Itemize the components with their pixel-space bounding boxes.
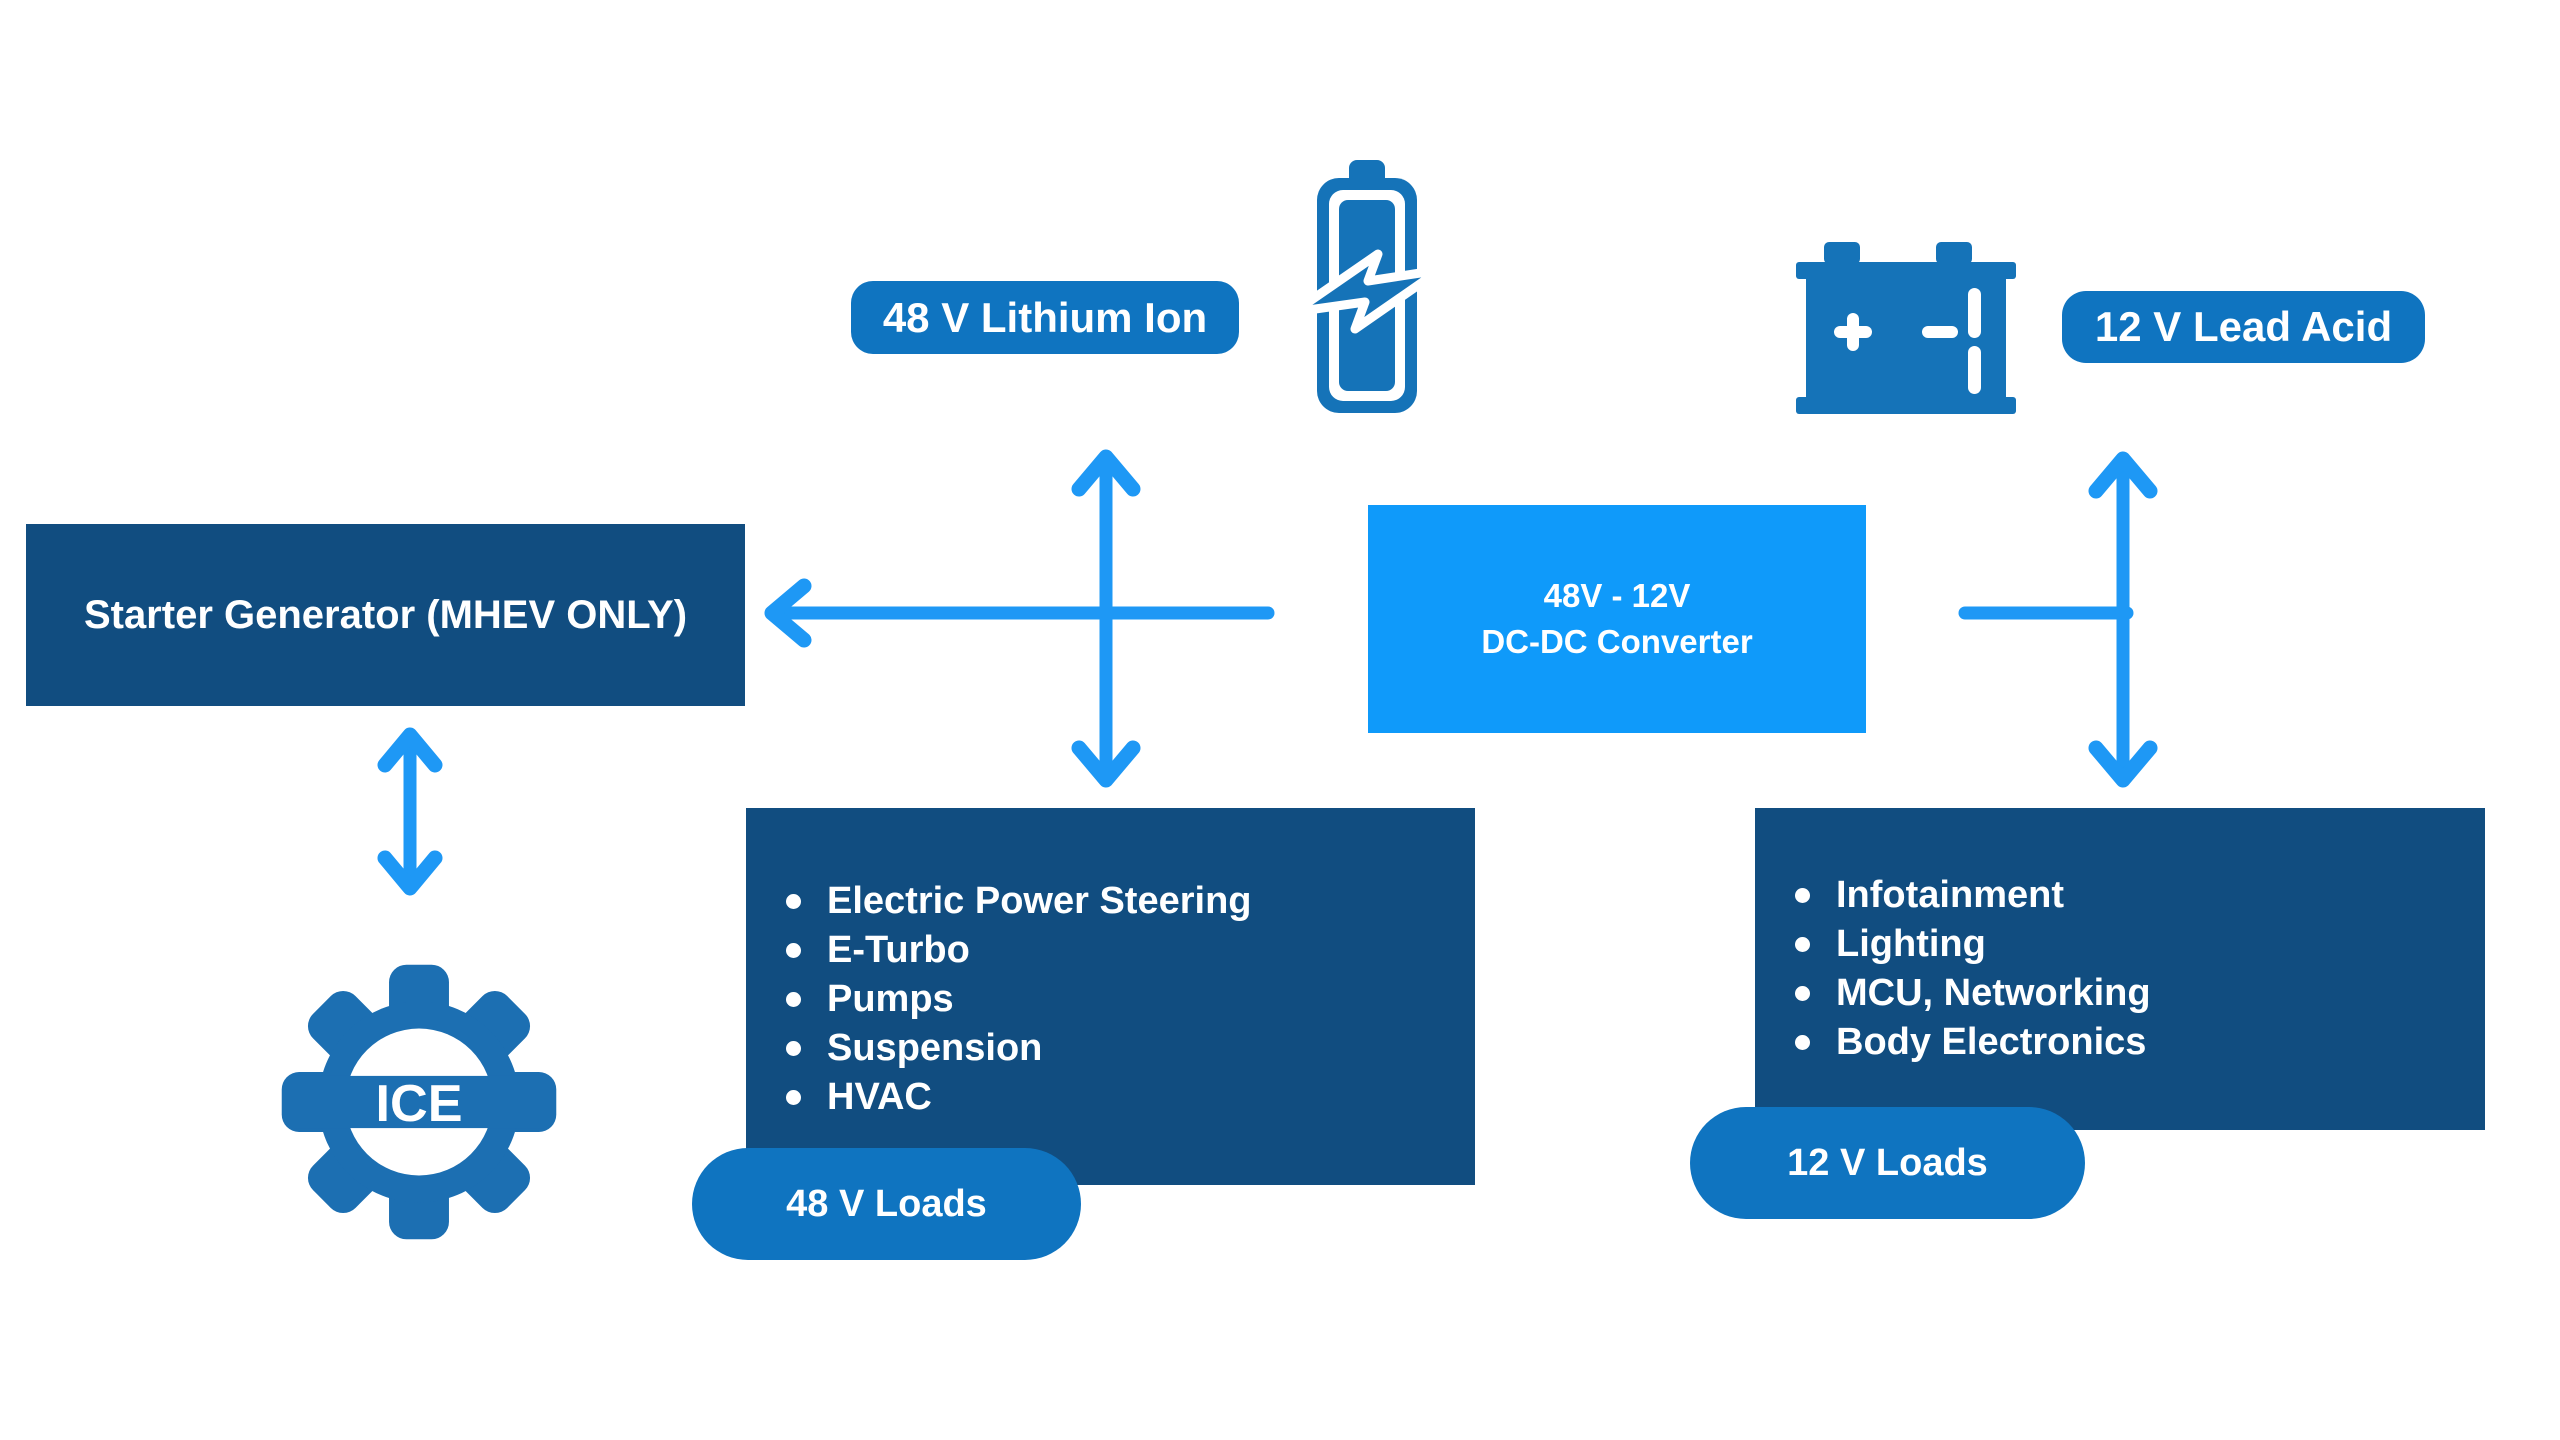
- dcdc-converter-box: 48V - 12V DC-DC Converter: [1368, 505, 1866, 733]
- lithium-battery-pill: 48 V Lithium Ion: [851, 281, 1239, 354]
- ice-label: ICE: [376, 1075, 463, 1133]
- converter-to-starter-generator-arrow: [764, 578, 1275, 648]
- minus-terminal-icon: [1922, 326, 1958, 338]
- loads-12v-badge-label: 12 V Loads: [1787, 1141, 1988, 1184]
- plus-terminal-icon: [1847, 313, 1859, 351]
- list-item: E-Turbo: [786, 926, 1475, 975]
- battery-lightning-icon: [1292, 160, 1442, 413]
- starter-generator-to-ice-double-arrow: [377, 727, 443, 896]
- load-item-label: E-Turbo: [827, 929, 970, 971]
- load-item-label: Infotainment: [1836, 874, 2064, 916]
- bullet-icon: [786, 1090, 801, 1105]
- car-battery-icon: [1796, 242, 2016, 414]
- loads-48v-box: Electric Power Steering E-Turbo Pumps Su…: [746, 808, 1475, 1185]
- bullet-icon: [1795, 986, 1810, 1001]
- bullet-icon: [1795, 1035, 1810, 1050]
- bullet-icon: [786, 992, 801, 1007]
- lithium-bus-double-arrow: [1071, 449, 1141, 788]
- loads-48v-list: Electric Power Steering E-Turbo Pumps Su…: [746, 808, 1475, 1122]
- list-item: Suspension: [786, 1024, 1475, 1073]
- list-item: HVAC: [786, 1073, 1475, 1122]
- load-item-label: HVAC: [827, 1076, 932, 1118]
- dcdc-converter-line1: 48V - 12V: [1543, 577, 1691, 614]
- dcdc-converter-line2: DC-DC Converter: [1481, 623, 1753, 660]
- ice-gear-icon: ICE: [281, 964, 557, 1240]
- starter-generator-box: Starter Generator (MHEV ONLY): [26, 524, 745, 706]
- lead-acid-battery-pill: 12 V Lead Acid: [2062, 291, 2425, 363]
- load-item-label: Lighting: [1836, 923, 1986, 965]
- lithium-battery-label: 48 V Lithium Ion: [882, 293, 1208, 341]
- bullet-icon: [1795, 888, 1810, 903]
- lead-acid-battery-label: 12 V Lead Acid: [2094, 303, 2393, 350]
- load-item-label: Electric Power Steering: [827, 880, 1252, 922]
- lead-acid-bus-double-arrow: [2088, 451, 2158, 788]
- list-item: MCU, Networking: [1795, 969, 2485, 1018]
- loads-48v-badge: 48 V Loads: [692, 1148, 1081, 1260]
- list-item: Body Electronics: [1795, 1018, 2485, 1067]
- list-item: Lighting: [1795, 920, 2485, 969]
- load-item-label: Pumps: [827, 978, 954, 1020]
- lightning-bolt-icon: [1292, 249, 1442, 334]
- load-item-label: MCU, Networking: [1836, 972, 2151, 1014]
- loads-12v-list: Infotainment Lighting MCU, Networking Bo…: [1755, 808, 2485, 1067]
- list-item: Pumps: [786, 975, 1475, 1024]
- loads-48v-badge-label: 48 V Loads: [786, 1182, 987, 1225]
- list-item: Electric Power Steering: [786, 877, 1475, 926]
- load-item-label: Body Electronics: [1836, 1021, 2147, 1063]
- starter-generator-label: Starter Generator (MHEV ONLY): [83, 592, 688, 637]
- load-item-label: Suspension: [827, 1027, 1043, 1069]
- bullet-icon: [786, 1041, 801, 1056]
- loads-12v-box: Infotainment Lighting MCU, Networking Bo…: [1755, 808, 2485, 1130]
- loads-12v-badge: 12 V Loads: [1690, 1107, 2085, 1219]
- list-item: Infotainment: [1795, 871, 2485, 920]
- bullet-icon: [786, 943, 801, 958]
- bullet-icon: [1795, 937, 1810, 952]
- bullet-icon: [786, 894, 801, 909]
